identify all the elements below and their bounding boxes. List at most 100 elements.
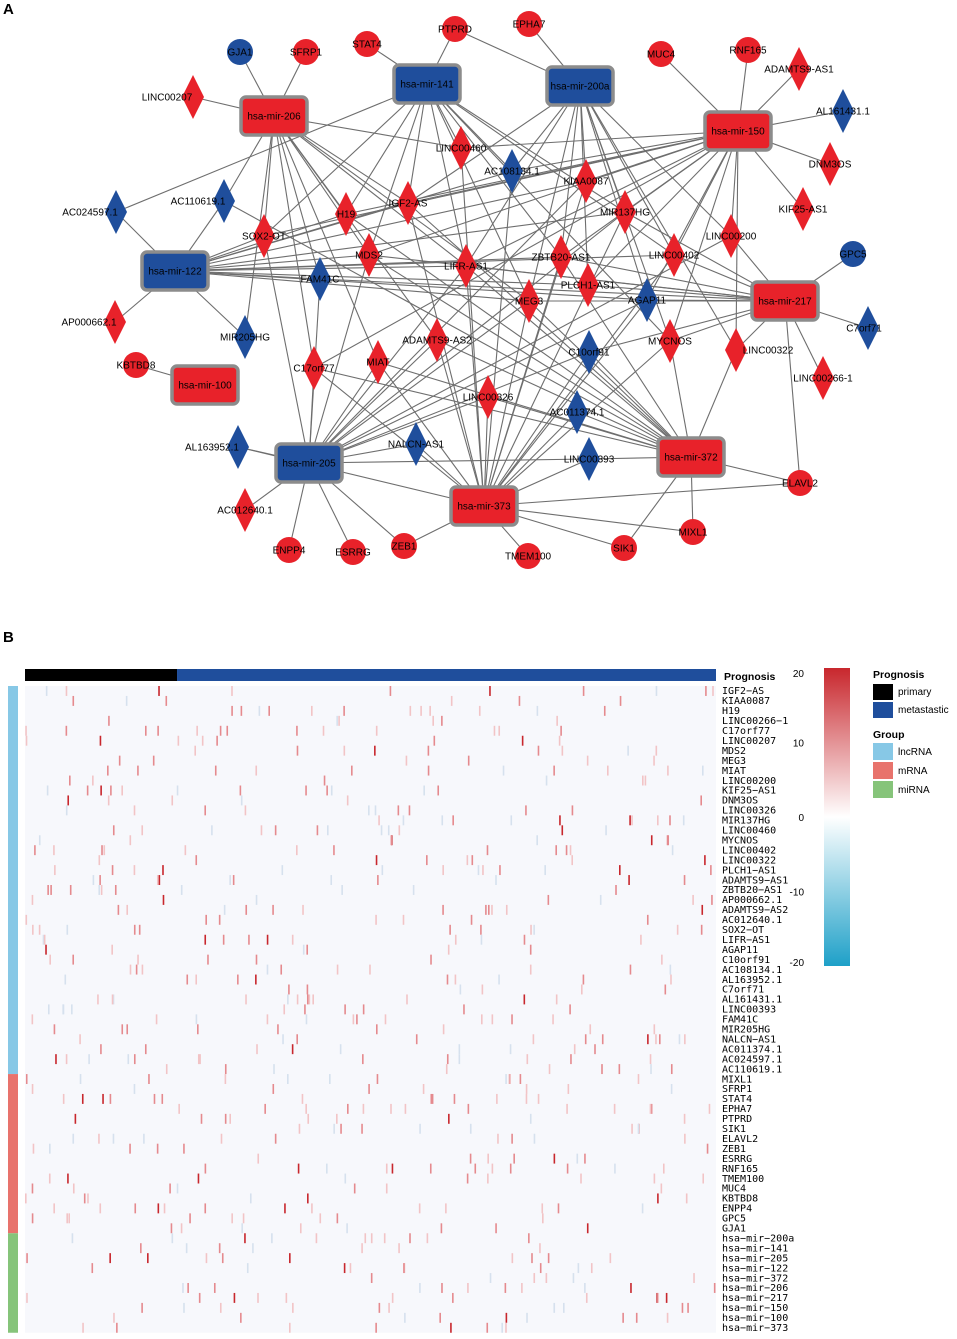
heatmap-cell — [155, 1014, 158, 1025]
legend-label-mrna: mRNA — [898, 766, 928, 777]
edge-hsa-mir-373-igf2-as — [407, 202, 485, 507]
heatmap-cell — [532, 1034, 535, 1045]
node-ac108134-1: AC108134.1 — [484, 149, 540, 193]
diamond-node — [227, 425, 249, 469]
heatmap-cell — [49, 954, 51, 965]
heatmap-cell — [304, 1004, 306, 1015]
node-linc00200: LINC00200 — [706, 214, 757, 258]
heatmap-cell — [333, 1123, 335, 1134]
edge-hsa-mir-372-adamts9-as2 — [436, 339, 692, 458]
row-label: MIR205HG — [722, 1025, 770, 1036]
node-linc00326: LINC00326 — [463, 375, 514, 419]
heatmap-cell — [55, 1054, 57, 1065]
heatmap-cell — [449, 924, 451, 935]
row-label: hsa−mir−372 — [722, 1273, 788, 1284]
heatmap-cell — [670, 974, 672, 985]
heatmap-cell — [180, 1223, 183, 1234]
heatmap-cell — [112, 825, 115, 836]
node-mir137hg: MIR137HG — [600, 190, 650, 234]
heatmap-cell — [385, 1183, 388, 1194]
heatmap-cell — [661, 954, 663, 965]
heatmap-cell — [378, 815, 380, 826]
heatmap-cell — [681, 1302, 684, 1313]
heatmap-cell — [240, 1312, 242, 1323]
node-label: STAT4 — [352, 40, 382, 51]
heatmap-cell — [649, 1103, 652, 1114]
heatmap-cell — [430, 1093, 433, 1104]
heatmap-cell — [82, 1322, 84, 1333]
circle-node — [123, 352, 149, 378]
heatmap-cell — [422, 1084, 425, 1094]
heatmap-cell — [687, 1302, 689, 1313]
heatmap-cell — [255, 954, 258, 965]
heatmap-cell — [158, 875, 161, 885]
heatmap-cell — [398, 1243, 400, 1254]
row-label: DNM3OS — [722, 796, 758, 807]
node-hsa-mir-373: hsa-mir-373 — [449, 485, 519, 527]
legend-label-lncrna: lncRNA — [898, 747, 932, 758]
node-label: KBTBD8 — [117, 361, 156, 372]
diamond-node — [788, 47, 810, 91]
diamond-node — [614, 190, 636, 234]
heatmap-cell — [62, 1093, 65, 1104]
heatmap-cell — [452, 815, 454, 826]
heatmap-cell — [219, 1302, 222, 1313]
colorbar-tick: 10 — [793, 739, 805, 750]
heatmap-cell — [218, 1243, 221, 1254]
row-label: LINC00393 — [722, 1005, 776, 1016]
legend-swatch-mrna — [873, 762, 893, 779]
node-al161431-1: AL161431.1 — [816, 89, 870, 133]
heatmap-cell — [629, 815, 631, 826]
node-ac110619-1: AC110619.1 — [171, 179, 235, 223]
edge-hsa-mir-200a-meg3 — [528, 85, 581, 302]
heatmap-cell — [450, 695, 453, 706]
node-mixl1: MIXL1 — [679, 519, 708, 545]
diamond-node — [857, 306, 879, 350]
heatmap-cell — [670, 1084, 673, 1094]
node-label: LINC00200 — [706, 232, 757, 243]
panel-b-letter: B — [3, 629, 14, 646]
heatmap-cell — [571, 805, 574, 816]
row-label: SFRP1 — [722, 1084, 752, 1095]
row-label: MEG3 — [722, 756, 746, 767]
node-epha7: EPHA7 — [513, 11, 546, 37]
heatmap-cell — [107, 795, 110, 806]
node-label: hsa-mir-122 — [148, 267, 202, 278]
diamond-node — [501, 149, 523, 193]
heatmap-cell — [195, 974, 198, 985]
heatmap-cell — [685, 1193, 688, 1204]
legend-prognosis-title: Prognosis — [873, 669, 925, 681]
diamond-node — [182, 75, 204, 119]
heatmap-cell — [453, 1093, 456, 1104]
heatmap-cell — [66, 924, 69, 935]
heatmap-cell — [99, 735, 102, 746]
heatmap-cell — [133, 1054, 136, 1065]
edge-hsa-mir-217-elavl2 — [784, 300, 801, 484]
heatmap-cell — [637, 1123, 640, 1134]
diamond-node — [358, 233, 380, 277]
heatmap-cell — [547, 1253, 550, 1264]
heatmap-cell — [207, 954, 209, 965]
heatmap-cell — [195, 1014, 198, 1025]
node-lifr-as1: LIFR-AS1 — [444, 244, 488, 288]
row-label: GJA1 — [722, 1224, 746, 1235]
row-label: MYCNOS — [722, 835, 758, 846]
heatmap-cell — [521, 1283, 523, 1293]
row-label: LINC00266−1 — [722, 716, 788, 727]
heatmap-cell — [584, 1283, 586, 1293]
heatmap-cell — [513, 1153, 515, 1164]
edge-hsa-mir-141-sox2-ot — [263, 83, 428, 237]
heatmap-cell — [683, 1113, 686, 1124]
heatmap-cell — [74, 1113, 77, 1124]
edge-hsa-mir-373-linc00460 — [460, 147, 485, 507]
row-label: LIFR−AS1 — [722, 935, 770, 946]
heatmap-cell — [306, 944, 309, 955]
edge-hsa-mir-150-lifr-as1 — [465, 130, 739, 267]
colorbar-tick: -20 — [790, 958, 805, 969]
heatmap-cell — [141, 964, 144, 975]
node-plch1-as1: PLCH1-AS1 — [561, 263, 616, 307]
group-annotation-bar — [8, 686, 18, 1333]
heatmap-cell — [291, 1044, 294, 1055]
heatmap-cell — [518, 695, 521, 706]
row-label: ADAMTS9−AS2 — [722, 905, 788, 916]
